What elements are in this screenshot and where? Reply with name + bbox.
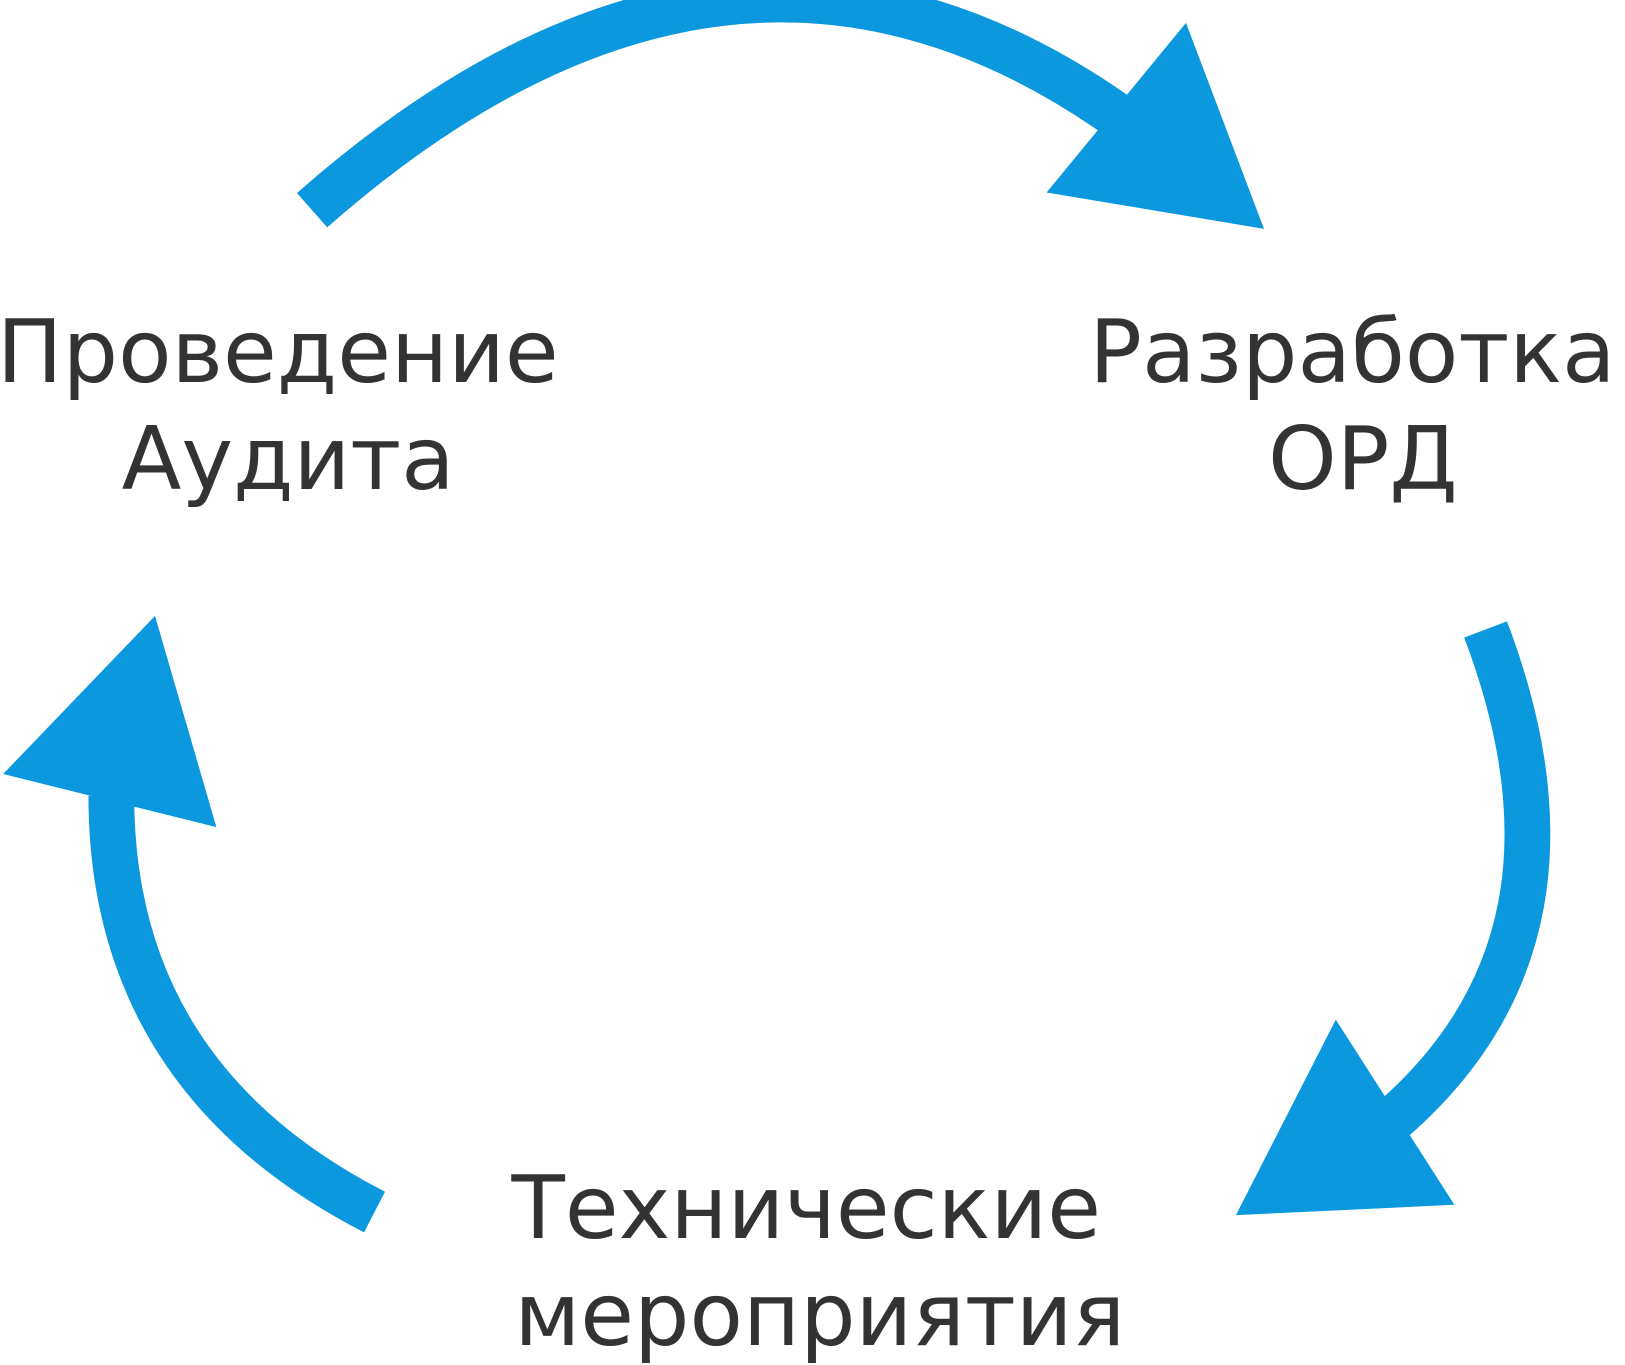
stage-audit-line1: Проведение: [0, 301, 559, 403]
arrow-head: [1046, 22, 1265, 229]
arrow-head: [1235, 1019, 1455, 1216]
stage-ord-line1: Разработка: [1089, 301, 1615, 403]
arrow-shaft: [88, 795, 385, 1233]
arrow-audit-to-ord: [296, 0, 1265, 229]
stage-ord-line2: ОРД: [1268, 408, 1458, 510]
stage-tech-line1: Технические: [511, 1157, 1101, 1259]
stage-tech-line2: мероприятия: [514, 1264, 1125, 1365]
arrow-shaft: [1378, 621, 1551, 1136]
arrow-ord-to-tech: [1235, 621, 1551, 1216]
stage-audit-line2: Аудита: [122, 408, 455, 510]
arrow-shaft: [296, 0, 1129, 228]
arrow-head: [3, 615, 217, 828]
arrow-tech-to-audit: [3, 615, 385, 1233]
